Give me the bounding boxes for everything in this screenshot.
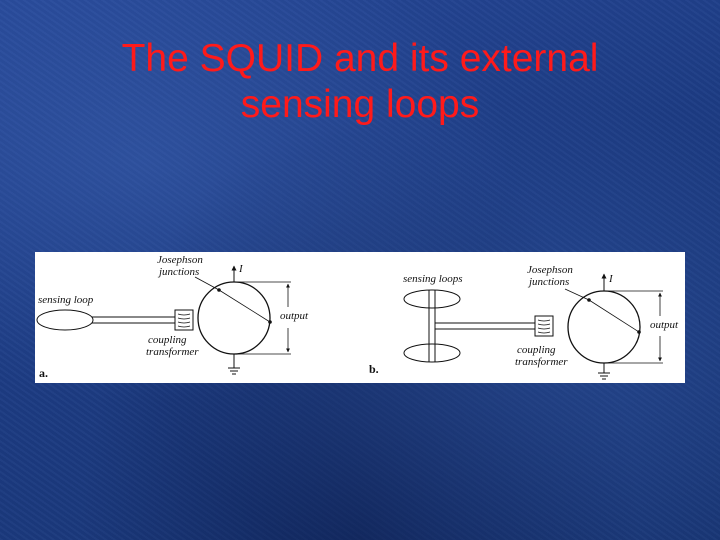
panel-b: Josephson junctions I sensing loops outp… xyxy=(369,264,679,380)
squid-figure: Josephson junctions I sensing loop outpu… xyxy=(35,252,685,383)
squid-diagram: Josephson junctions I sensing loop outpu… xyxy=(36,254,679,380)
panel-a-josephson-line2: junctions xyxy=(157,266,199,278)
panel-b-josephson-line2: junctions xyxy=(527,276,569,288)
panel-a-josephson-line1: Josephson xyxy=(157,254,203,266)
panel-b-junction-pointer-2 xyxy=(588,299,640,333)
slide-title: The SQUID and its external sensing loops xyxy=(0,36,720,128)
panel-a-tag: a. xyxy=(39,366,48,380)
panel-a: Josephson junctions I sensing loop outpu… xyxy=(36,254,309,380)
panel-b-tag: b. xyxy=(369,362,379,376)
panel-b-current-label: I xyxy=(608,273,614,285)
panel-b-junction-1 xyxy=(587,298,591,302)
panel-a-junction-2 xyxy=(268,320,272,324)
panel-a-squid-ring xyxy=(197,281,271,355)
panel-b-josephson-line1: Josephson xyxy=(527,264,573,276)
panel-a-current-label: I xyxy=(238,263,244,275)
panel-b-transformer-box xyxy=(534,315,554,337)
title-line-1: The SQUID and its external xyxy=(121,37,599,80)
panel-a-coupling-line2: transformer xyxy=(146,346,199,358)
panel-a-transformer-coils xyxy=(177,313,191,328)
panel-b-output-label: output xyxy=(650,319,679,331)
panel-a-sensing-label: sensing loop xyxy=(38,294,94,306)
panel-a-junction-pointer-2 xyxy=(218,289,271,323)
panel-b-junction-2 xyxy=(637,330,641,334)
panel-b-sensing-label: sensing loops xyxy=(403,273,463,285)
panel-a-junction-1 xyxy=(217,288,221,292)
panel-a-transformer-box xyxy=(174,309,194,331)
panel-b-sensing-loop-bottom xyxy=(403,343,461,363)
panel-a-sensing-loop-shape xyxy=(36,309,94,331)
panel-b-transformer-coils xyxy=(537,319,551,334)
title-line-2: sensing loops xyxy=(240,83,480,126)
panel-a-coupling-line1: coupling xyxy=(148,334,187,346)
panel-b-sensing-loop-top xyxy=(403,289,461,309)
panel-b-coupling-line1: coupling xyxy=(517,344,556,356)
panel-a-junction-pointer-1 xyxy=(194,276,220,291)
panel-b-coupling-line2: transformer xyxy=(515,356,568,368)
panel-b-junction-pointer-1 xyxy=(564,288,590,301)
panel-b-squid-ring xyxy=(567,290,641,364)
panel-a-output-label: output xyxy=(280,310,309,322)
